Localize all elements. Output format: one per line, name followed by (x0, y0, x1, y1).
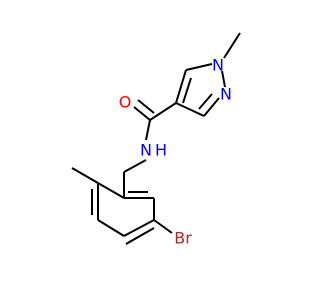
chemical-structure: O N H N N Br (71, 32, 241, 248)
bromine-label: Br (174, 229, 192, 248)
bond-carbonyl-nitrogen (145, 119, 151, 141)
pyrazole-n1-label: N (212, 56, 224, 75)
bond-ring-c4-c5-inner (125, 227, 155, 245)
bond-ring-methyl (71, 167, 99, 184)
bond-carbonyl-oxygen (133, 106, 151, 121)
pyrazole-n2-label: N (220, 85, 232, 104)
bond-c3-n2-inner (198, 93, 213, 110)
bond-carbonyl-oxygen-inner (137, 99, 155, 114)
amide-hydrogen-label: H (155, 141, 167, 160)
bond-c4-carbonyl (149, 102, 177, 121)
bond-c5-c4-inner (182, 77, 192, 104)
oxygen-label: O (119, 93, 132, 112)
amide-nitrogen-label: N (140, 141, 152, 160)
bond-c4-c3 (175, 102, 205, 117)
bond-n2-n1 (221, 70, 226, 88)
bond-c5-c4 (175, 69, 187, 104)
bond-ring-c1-c2 (97, 182, 125, 199)
bond-ring-c4-c5 (123, 219, 155, 237)
bond-ring-bromine (153, 219, 173, 234)
bond-c3-n2 (203, 97, 220, 117)
atom-label-layer: O N H N N Br (119, 56, 232, 248)
bond-ring-c3-c4 (97, 219, 125, 237)
bond-layer (71, 32, 241, 245)
bond-nitrogen-ch2 (123, 159, 147, 173)
bond-methyl-n1 (223, 32, 241, 59)
bond-n1-c5 (185, 63, 213, 71)
